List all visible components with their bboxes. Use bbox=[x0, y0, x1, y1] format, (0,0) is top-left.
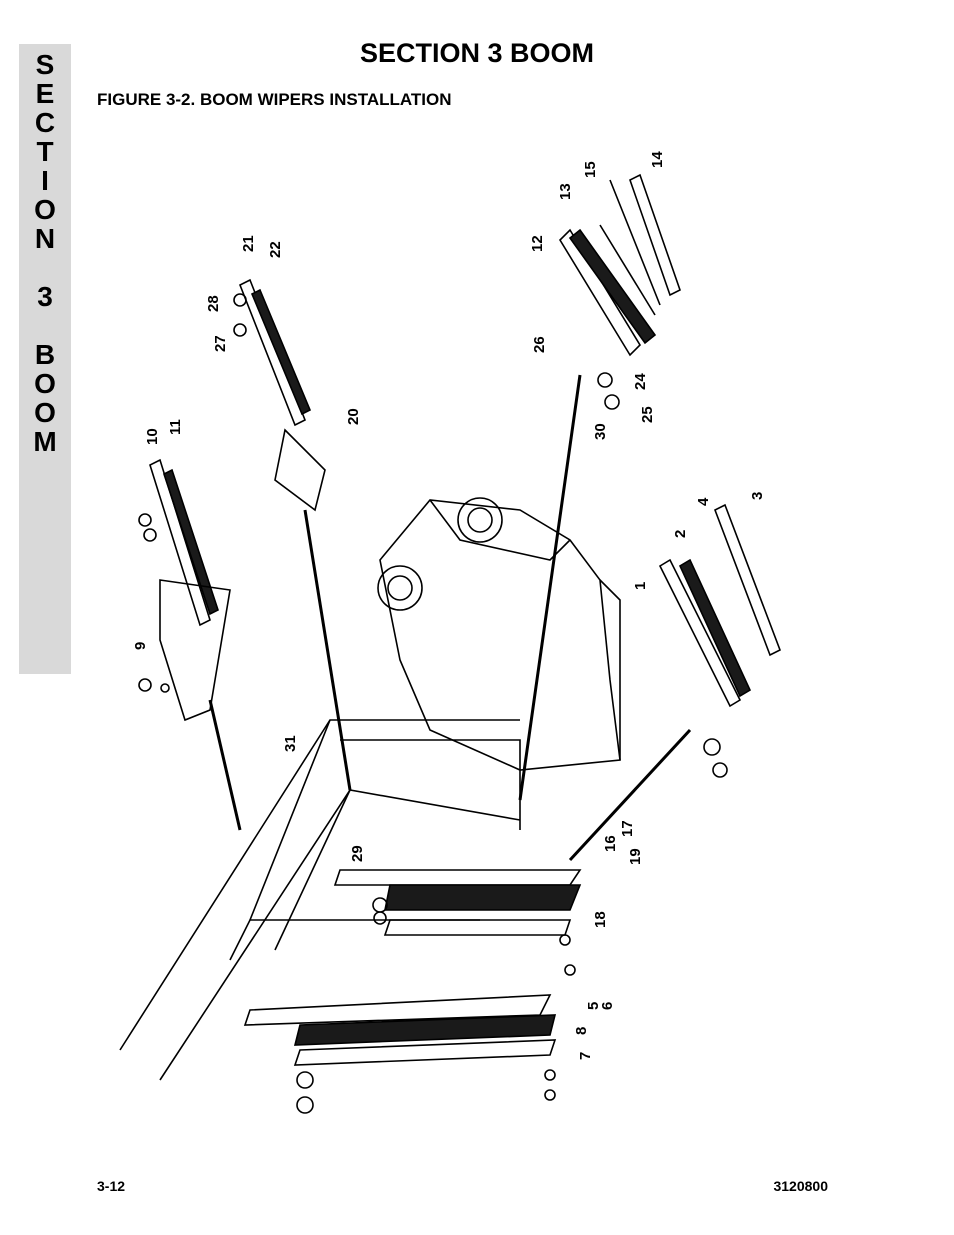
callout-13: 13 bbox=[557, 183, 574, 200]
callout-3: 3 bbox=[749, 492, 766, 500]
side-letter: O bbox=[34, 397, 56, 428]
callout-5: 5 bbox=[585, 1002, 602, 1010]
side-letter: B bbox=[34, 339, 56, 370]
boom-wipers-diagram: 1 2 3 4 5 6 7 8 9 10 11 12 13 14 15 16 1… bbox=[119, 151, 782, 1114]
callout-8: 8 bbox=[573, 1027, 590, 1035]
callout-1: 1 bbox=[632, 582, 649, 590]
callout-21: 21 bbox=[240, 235, 257, 252]
bracket-20 bbox=[274, 428, 326, 512]
callout-19: 19 bbox=[627, 848, 644, 865]
callout-9: 9 bbox=[132, 642, 149, 650]
callout-2: 2 bbox=[672, 530, 689, 538]
pivot-hole-lower bbox=[377, 565, 423, 611]
wiper-plate-21 bbox=[238, 278, 307, 427]
callout-4: 4 bbox=[695, 497, 712, 506]
callout-25: 25 bbox=[639, 406, 656, 423]
side-letter: O bbox=[34, 368, 56, 399]
callout-20: 20 bbox=[345, 408, 362, 425]
callout-6: 6 bbox=[599, 1002, 616, 1010]
callout-30: 30 bbox=[592, 423, 609, 440]
wiper-strip-3 bbox=[713, 503, 782, 657]
document-number: 3120800 bbox=[773, 1178, 828, 1194]
callout-29: 29 bbox=[349, 845, 366, 862]
callout-27: 27 bbox=[212, 335, 229, 352]
side-letter: I bbox=[41, 165, 49, 196]
side-letter: S bbox=[35, 49, 55, 80]
wiper-plate-12 bbox=[558, 228, 642, 357]
callout-22: 22 bbox=[267, 241, 284, 258]
side-letter-gap bbox=[19, 311, 71, 340]
callout-31: 31 bbox=[282, 735, 299, 752]
callout-28: 28 bbox=[205, 295, 222, 312]
wiper-strip-14 bbox=[629, 173, 681, 297]
side-letter: T bbox=[36, 136, 54, 167]
callout-26: 26 bbox=[531, 336, 548, 353]
page-title: SECTION 3 BOOM bbox=[359, 38, 595, 68]
side-letter-gap bbox=[19, 253, 71, 282]
side-tab-letters: S E C T I O N 3 B O O M bbox=[19, 50, 71, 456]
callout-18: 18 bbox=[592, 911, 609, 928]
wiper-plate-10 bbox=[149, 458, 211, 627]
callout-10: 10 bbox=[144, 428, 161, 445]
side-letter: C bbox=[34, 107, 56, 138]
side-letter: M bbox=[33, 426, 57, 457]
callout-15: 15 bbox=[582, 161, 599, 178]
wiper-plate-1 bbox=[658, 558, 742, 708]
callout-11: 11 bbox=[167, 419, 184, 435]
side-letter: N bbox=[34, 223, 56, 254]
callout-24: 24 bbox=[632, 373, 649, 390]
side-letter: O bbox=[34, 194, 56, 225]
callout-16: 16 bbox=[602, 835, 619, 852]
callout-17: 17 bbox=[619, 820, 636, 837]
callout-12: 12 bbox=[529, 235, 546, 252]
section-side-tab: S E C T I O N 3 B O O M bbox=[19, 44, 71, 674]
boom-head bbox=[379, 499, 621, 771]
side-letter: 3 bbox=[37, 281, 53, 312]
side-letter: E bbox=[35, 78, 55, 109]
callout-14: 14 bbox=[649, 151, 666, 168]
callout-7: 7 bbox=[577, 1052, 594, 1060]
pivot-hole-upper bbox=[457, 497, 503, 543]
plate-9 bbox=[159, 579, 231, 722]
page-number: 3-12 bbox=[97, 1178, 126, 1194]
pad-16 bbox=[333, 869, 582, 886]
figure-title: FIGURE 3-2. BOOM WIPERS INSTALLATION bbox=[97, 90, 452, 109]
